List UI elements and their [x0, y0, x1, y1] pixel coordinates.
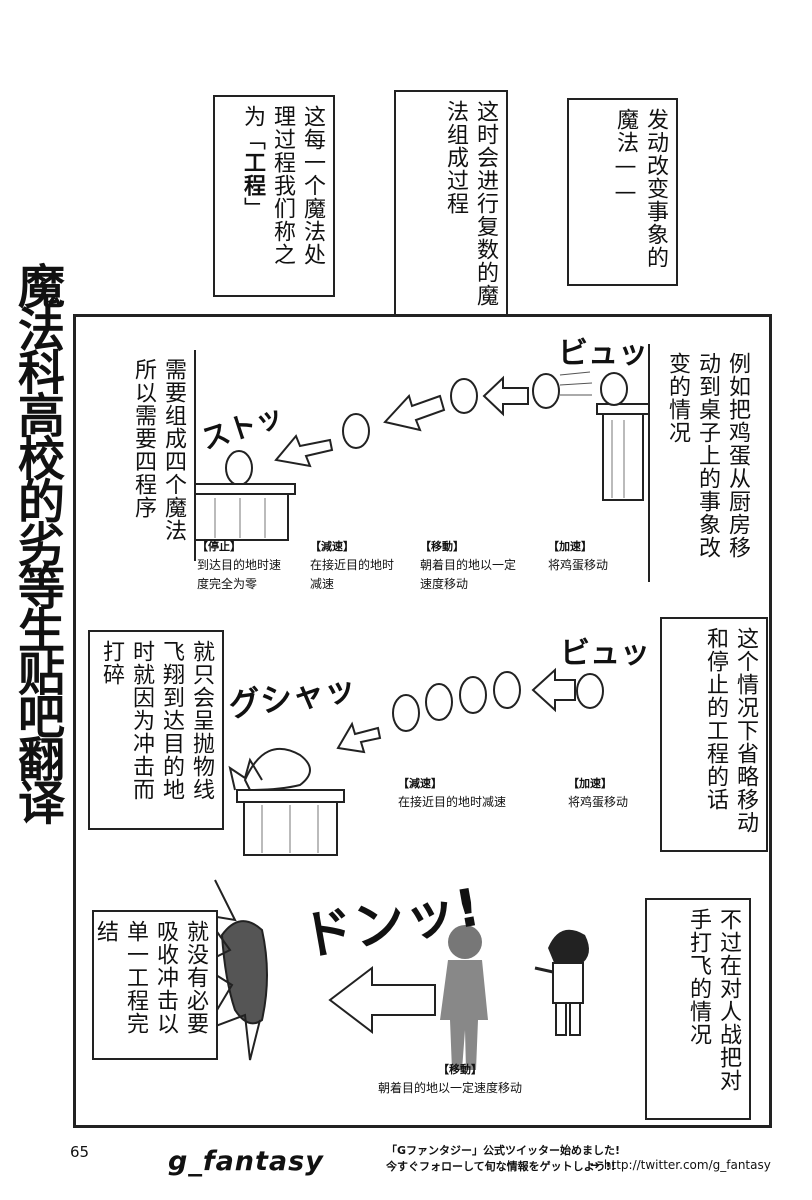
- panel-2-bubble-right: 这个情况下省略移动和停止的工程的话: [660, 617, 768, 852]
- panel-3-bubble-left: 就没有必要吸收冲击以单一工程完结: [92, 910, 218, 1060]
- panel-1-sfx-top: ビュッ: [558, 336, 648, 371]
- panel-1-bubble-right: 例如把鸡蛋从厨房移动到桌子上的事象改变的情况: [648, 344, 758, 582]
- caption-label: 【移動】: [438, 1063, 482, 1076]
- g-fantasy-logo: g_fantasy: [168, 1146, 324, 1177]
- caption-label: 【移動】: [420, 540, 464, 553]
- caption-text: 在接近目的地时减速: [310, 558, 395, 591]
- panel-2-caption-accel: 【加速】 将鸡蛋移动: [568, 774, 628, 812]
- promo-line-2: 今すぐフォローして旬な情報をゲットしよう!!: [386, 1160, 616, 1173]
- caption-label: 【加速】: [548, 540, 592, 553]
- term-koutei: 工程: [240, 151, 265, 197]
- top-bubble-1: 发动改变事象的魔法——: [567, 98, 678, 286]
- top-bubble-3: 这每一个魔法处理过程我们称之为「工程」: [213, 95, 335, 297]
- caption-label: 【加速】: [568, 777, 612, 790]
- promo-text: 「Gファンタジー」公式ツイッター始めました! 今すぐフォローして旬な情報をゲット…: [386, 1143, 620, 1175]
- top-bubble-3-text: 这每一个魔法处理过程我们称之为: [240, 105, 325, 266]
- top-bubble-2: 这时会进行复数的魔法组成过程: [394, 90, 508, 318]
- panel-1-caption-decel: 【減速】 在接近目的地时减速: [310, 537, 396, 594]
- side-title: 魔法科高校的劣等生贴吧翻译: [9, 262, 64, 821]
- panel-1-caption-move: 【移動】 朝着目的地以一定速度移动: [420, 537, 520, 594]
- caption-text: 将鸡蛋移动: [568, 795, 629, 809]
- panel-1-caption-accel: 【加速】 将鸡蛋移动: [548, 537, 608, 575]
- panel-3-bubble-right: 不过在对人战把对手打飞的情况: [645, 898, 751, 1120]
- caption-text: 在接近目的地时减速: [398, 795, 507, 809]
- caption-text: 到达目的地时速度完全为零: [197, 558, 282, 591]
- promo-line-1: 「Gファンタジー」公式ツイッター始めました!: [386, 1144, 621, 1157]
- page-number: 65: [70, 1143, 90, 1161]
- footer-banner: g_fantasy 「Gファンタジー」公式ツイッター始めました! 今すぐフォロー…: [160, 1140, 800, 1192]
- panel-3-caption-move: 【移動】 朝着目的地以一定速度移动: [378, 1060, 522, 1098]
- panel-2-bubble-left: 就只会呈抛物线飞翔到达目的地时就因为冲击而打碎: [88, 630, 224, 830]
- panel-2-caption-decel: 【減速】 在接近目的地时减速: [398, 774, 506, 812]
- arrow-icon: ➜: [590, 1158, 601, 1172]
- caption-label: 【減速】: [310, 540, 354, 553]
- panel-1-caption-stop: 【停止】 到达目的地时速度完全为零: [197, 537, 287, 594]
- caption-label: 【減速】: [398, 777, 442, 790]
- panel-1-bubble-left: 需要组成四个魔法所以需要四程序: [88, 350, 196, 561]
- caption-text: 将鸡蛋移动: [548, 558, 609, 572]
- panel-2-sfx-top: ビュッ: [560, 636, 650, 671]
- twitter-link[interactable]: ➜ http://twitter.com/g_fantasy: [590, 1158, 771, 1172]
- caption-text: 朝着目的地以一定速度移动: [378, 1081, 523, 1095]
- caption-text: 朝着目的地以一定速度移动: [420, 558, 517, 591]
- twitter-url[interactable]: http://twitter.com/g_fantasy: [603, 1158, 771, 1172]
- caption-label: 【停止】: [197, 540, 241, 553]
